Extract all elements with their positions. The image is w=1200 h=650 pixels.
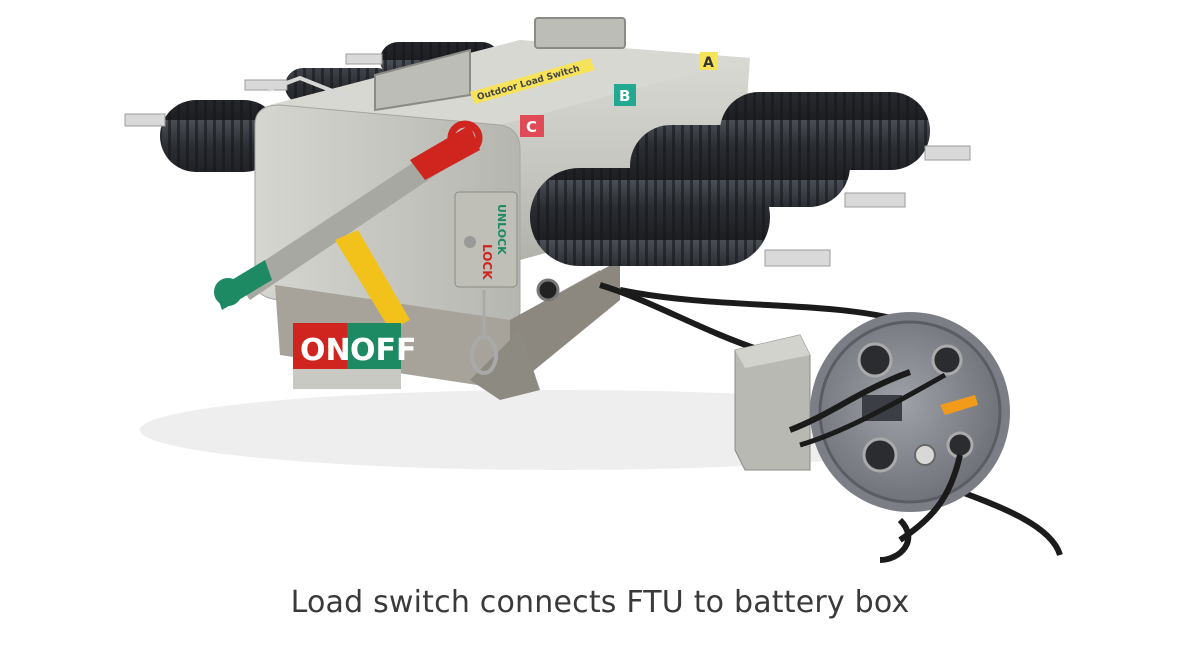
- aviation-connector-icon: [536, 278, 560, 302]
- load-switch-photo: Outdoor Load Switch A B C UNLOCK LOCK: [124, 17, 1063, 563]
- ftu-connector-1-icon: [857, 342, 893, 378]
- off-label: OFF: [350, 333, 417, 368]
- ftu-port-icon: [914, 444, 936, 466]
- ftu-orange-tag: [940, 395, 978, 415]
- on-label: ON: [300, 333, 351, 368]
- ftu-connector-3-icon: [862, 437, 898, 473]
- image-caption: Load switch connects FTU to battery box: [290, 585, 910, 620]
- insulator-front-left: [124, 100, 280, 172]
- phase-tags: A B C: [520, 52, 718, 137]
- on-off-plate: ON OFF: [293, 323, 417, 389]
- lifting-brackets: [267, 17, 626, 112]
- unlock-label: UNLOCK: [495, 204, 508, 255]
- yellow-indicator-handle: [335, 230, 410, 330]
- ftu-connector-2-icon: [931, 344, 963, 376]
- ftu-connector-4-icon: [946, 431, 974, 459]
- ftu-panel: [788, 312, 1010, 543]
- insulator-right-c: [530, 168, 831, 267]
- phase-a-label: A: [703, 55, 714, 71]
- battery-box: [734, 334, 811, 471]
- phase-c-label: C: [526, 118, 537, 136]
- phase-b-label: B: [619, 87, 630, 105]
- operating-handle: [214, 120, 483, 330]
- lock-mechanism: UNLOCK LOCK: [454, 191, 518, 375]
- lock-label: LOCK: [480, 244, 494, 280]
